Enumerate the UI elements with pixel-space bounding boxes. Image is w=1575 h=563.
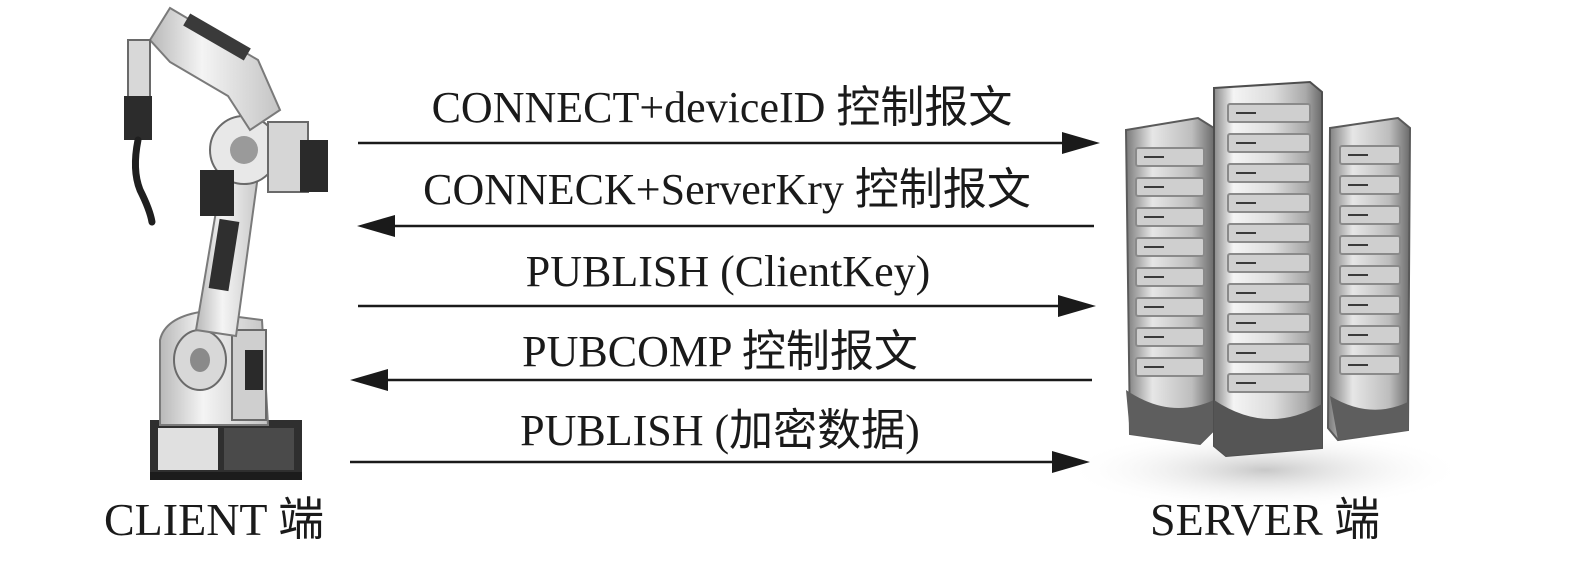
server-drive-bay: [1227, 313, 1311, 333]
arrow-3-client-to-server: [358, 295, 1096, 317]
arrow-2-server-to-client: [357, 215, 1094, 237]
message-label-4: PUBCOMP 控制报文: [522, 327, 918, 376]
server-drive-bay: [1135, 327, 1205, 347]
server-drive-bay: [1227, 103, 1311, 123]
message-label-3: PUBLISH (ClientKey): [525, 247, 931, 296]
server-drive-bay: [1227, 253, 1311, 273]
server-drive-bay: [1135, 267, 1205, 287]
message-arrows: [350, 132, 1100, 473]
server-drive-bay: [1339, 265, 1401, 285]
server-drive-bay: [1135, 297, 1205, 317]
server-drive-bay: [1339, 205, 1401, 225]
server-drive-bay: [1135, 177, 1205, 197]
server-label: SERVER 端: [1150, 494, 1381, 545]
arrow-5-client-to-server: [350, 451, 1090, 473]
industrial-robot-arm-icon: [124, 6, 328, 480]
arrow-1-client-to-server: [358, 132, 1100, 154]
server-drive-bay: [1227, 283, 1311, 303]
message-label-1: CONNECT+deviceID 控制报文: [431, 83, 1013, 132]
server-drive-bay: [1227, 133, 1311, 153]
server-drive-bay: [1227, 373, 1311, 393]
message-label-5: PUBLISH (加密数据): [520, 406, 920, 455]
client-label: CLIENT 端: [104, 494, 325, 545]
server-drive-bay: [1227, 193, 1311, 213]
server-drive-bay: [1339, 175, 1401, 195]
server-drive-bay: [1339, 355, 1401, 375]
server-drive-bay: [1227, 163, 1311, 183]
server-drive-bay: [1339, 145, 1401, 165]
server-drive-bay: [1135, 237, 1205, 257]
server-drive-bay: [1135, 207, 1205, 227]
server-rack-icon: [1065, 80, 1465, 510]
server-drive-bay: [1339, 325, 1401, 345]
server-drive-bay: [1339, 235, 1401, 255]
server-drive-bay: [1227, 223, 1311, 243]
server-drive-bay: [1339, 295, 1401, 315]
server-drive-bay: [1135, 147, 1205, 167]
message-label-2: CONNECK+ServerKry 控制报文: [423, 165, 1031, 214]
arrow-4-server-to-client: [350, 369, 1092, 391]
server-drive-bay: [1135, 357, 1205, 377]
server-drive-bay: [1227, 343, 1311, 363]
